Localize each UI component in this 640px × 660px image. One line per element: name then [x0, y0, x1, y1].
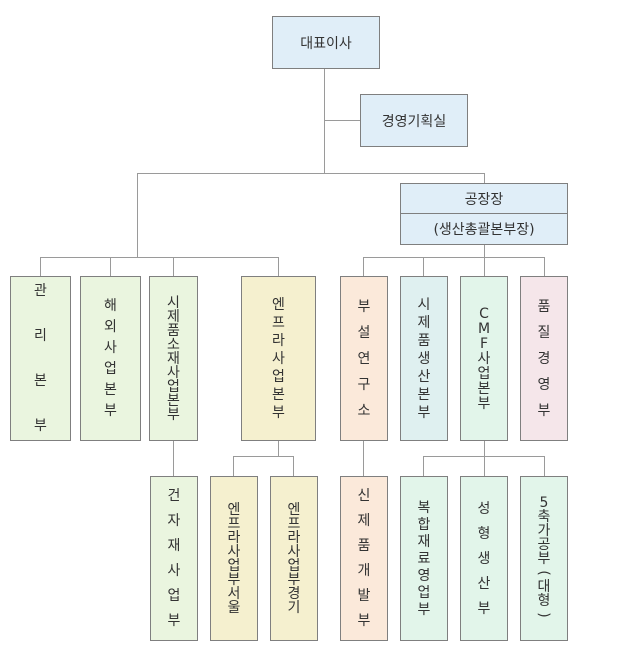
node-plant-head: 공장장 (생산총괄본부장) — [400, 183, 568, 245]
node-plant-head-title: 공장장 — [464, 191, 504, 208]
connector-drop-machining — [544, 456, 545, 476]
connector-cmf-stem — [484, 440, 485, 456]
connector-drop-engineering-plastics — [278, 257, 279, 276]
node-planning-office-label: 경영기획실 — [381, 113, 447, 130]
node-ceo-label: 대표이사 — [300, 35, 352, 52]
connector-plant-head-drop — [484, 173, 485, 184]
connector-drop-prototype — [173, 257, 174, 276]
connector-drop-overseas — [110, 257, 111, 276]
connector-right-stem — [484, 245, 485, 257]
node-plant-head-subtitle-row: (생산총괄본부장) — [401, 214, 567, 244]
connector-left-spine — [137, 173, 138, 257]
connector-drop-management — [40, 257, 41, 276]
node-planning-office: 경영기획실 — [360, 94, 468, 147]
connector-drop-molding — [484, 456, 485, 476]
connector-ceo-trunk — [324, 69, 325, 173]
connector-right-bus — [363, 257, 545, 258]
connector-drop-quality — [544, 257, 545, 276]
connector-enpla-bus — [233, 456, 294, 457]
connector-top-bus — [137, 173, 484, 174]
connector-planning-office — [324, 120, 360, 121]
connector-drop-cmf — [484, 257, 485, 276]
connector-drop-research — [363, 257, 364, 276]
node-plant-head-subtitle: (생산총괄본부장) — [433, 222, 535, 238]
connector-research-to-newdev — [363, 440, 364, 476]
node-ceo: 대표이사 — [272, 16, 380, 69]
connector-left-bus — [40, 257, 279, 258]
connector-enpla-stem — [278, 440, 279, 456]
connector-drop-enpla-gyeonggi — [293, 456, 294, 476]
node-plant-head-title-row: 공장장 — [401, 184, 567, 214]
connector-prototype-to-building — [173, 440, 174, 476]
connector-drop-composite — [423, 456, 424, 476]
connector-drop-prototype-production — [423, 257, 424, 276]
connector-drop-enpla-seoul — [233, 456, 234, 476]
